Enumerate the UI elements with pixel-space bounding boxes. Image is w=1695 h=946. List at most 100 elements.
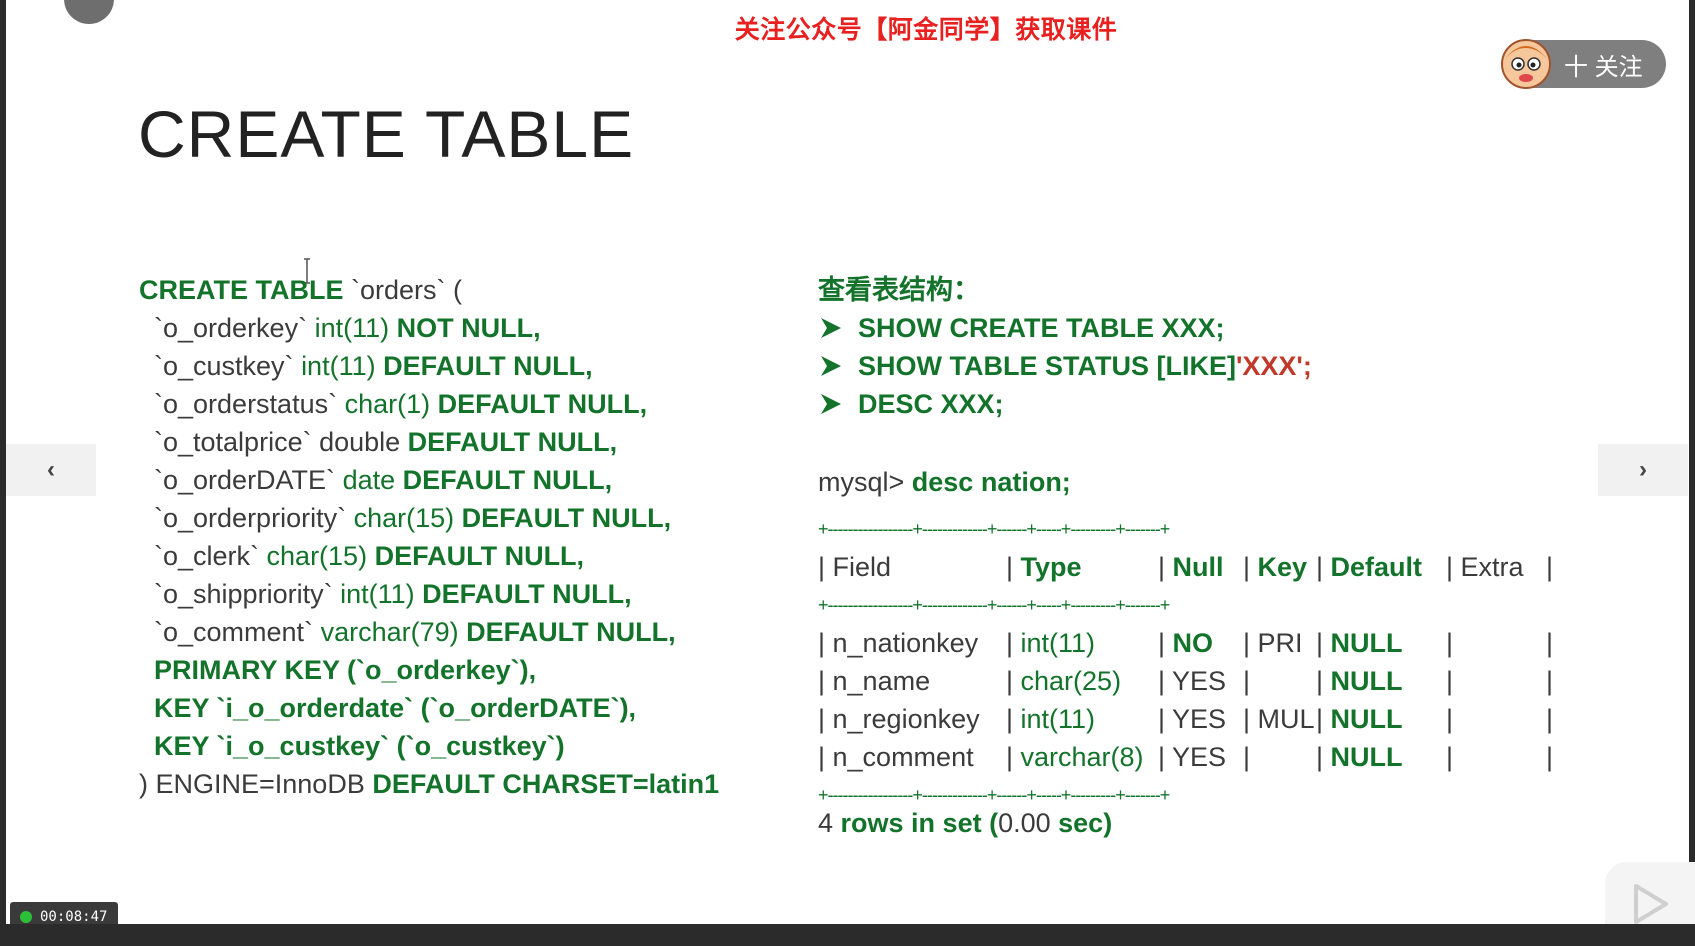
command-text: SHOW CREATE TABLE XXX; xyxy=(858,313,1225,343)
rows-text: rows in set ( xyxy=(833,808,999,838)
code-line: `o_orderDATE` date DEFAULT NULL, xyxy=(139,461,719,499)
table-cell: YES xyxy=(1172,742,1227,772)
next-slide-button[interactable]: › xyxy=(1598,444,1688,496)
code-token: DEFAULT NULL, xyxy=(466,617,676,647)
command-show-create: SHOW CREATE TABLE XXX; xyxy=(818,309,1312,347)
table-row: | n_name| char(25)| YES| | NULL| | xyxy=(818,666,1554,696)
table-separator: +-----------------+-------------+------+… xyxy=(818,519,1170,539)
table-header: | Field| Type| Null| Key| Default| Extra… xyxy=(818,552,1554,582)
code-token: int(11) xyxy=(314,313,397,343)
mascot-icon xyxy=(1501,39,1551,89)
table-row: | n_comment| varchar(8)| YES| | NULL| | xyxy=(818,742,1554,772)
code-token: DEFAULT NULL, xyxy=(422,579,632,609)
table-row: | n_regionkey| int(11)| YES| MUL| NULL| … xyxy=(818,704,1554,734)
chevron-left-icon: ‹ xyxy=(47,456,55,483)
code-token: `o_clerk` xyxy=(139,541,267,571)
rows-summary: 4 rows in set (0.00 sec) xyxy=(818,808,1112,839)
code-token: date xyxy=(342,465,403,495)
rows-sec: sec) xyxy=(1050,808,1113,838)
code-token: KEY `i_o_orderdate` (`o_orderDATE`), xyxy=(139,693,637,723)
code-line: `o_totalprice` double DEFAULT NULL, xyxy=(139,423,719,461)
table-cell: NULL xyxy=(1330,704,1403,734)
table-cell: YES xyxy=(1172,704,1227,734)
code-line: KEY `i_o_custkey` (`o_custkey`) xyxy=(139,727,719,765)
code-token: `o_totalprice` double xyxy=(139,427,408,457)
code-token: `orders` ( xyxy=(343,275,463,305)
command-text: DESC XXX; xyxy=(858,389,1004,419)
code-token: DEFAULT NULL, xyxy=(437,389,648,419)
code-token: `o_orderpriority` xyxy=(139,503,354,533)
code-token: ) ENGINE=InnoDB xyxy=(139,769,373,799)
table-cell: YES xyxy=(1172,666,1227,696)
table-cell: NO xyxy=(1172,628,1214,658)
column-header: Field xyxy=(832,552,892,582)
command-desc: DESC XXX; xyxy=(818,385,1312,423)
code-line: KEY `i_o_orderdate` (`o_orderDATE`), xyxy=(139,689,719,727)
code-token: KEY `i_o_custkey` (`o_custkey`) xyxy=(139,731,565,761)
code-token: DEFAULT NULL, xyxy=(402,465,613,495)
create-table-code: CREATE TABLE `orders` ( `o_orderkey` int… xyxy=(139,271,719,803)
code-line: `o_clerk` char(15) DEFAULT NULL, xyxy=(139,537,719,575)
table-cell: int(11) xyxy=(1020,628,1096,658)
code-token: DEFAULT NULL, xyxy=(407,427,618,457)
table-cell: n_name xyxy=(832,666,931,696)
table-cell: char(25) xyxy=(1020,666,1122,696)
play-icon xyxy=(1634,884,1668,924)
view-structure-section: 查看表结构： SHOW CREATE TABLE XXX; SHOW TABLE… xyxy=(818,271,1312,423)
promo-banner: 关注公众号【阿金同学】获取课件 xyxy=(734,16,1118,44)
mysql-command: desc nation; xyxy=(911,467,1071,497)
column-header: Key xyxy=(1257,552,1308,582)
table-cell: n_nationkey xyxy=(832,628,979,658)
code-token: char(15) xyxy=(266,541,375,571)
code-token: `o_shippriority` xyxy=(139,579,341,609)
code-token: DEFAULT NULL, xyxy=(383,351,593,381)
follow-label: 十 关注 xyxy=(1564,53,1643,81)
arrow-bullet-icon xyxy=(821,356,841,376)
table-separator: +-----------------+-------------+------+… xyxy=(818,595,1170,615)
command-show-status: SHOW TABLE STATUS [LIKE] 'XXX'; xyxy=(818,347,1312,385)
code-token: `o_orderkey` xyxy=(139,313,315,343)
table-row: | n_nationkey| int(11)| NO| PRI| NULL| | xyxy=(818,628,1554,658)
table-cell: PRI xyxy=(1257,628,1303,658)
recording-indicator-icon xyxy=(20,911,32,923)
column-header: Extra xyxy=(1460,552,1524,582)
code-line: `o_comment` varchar(79) DEFAULT NULL, xyxy=(139,613,719,651)
arrow-bullet-icon xyxy=(821,394,841,414)
chevron-right-icon: › xyxy=(1639,456,1647,483)
code-line: `o_orderstatus` char(1) DEFAULT NULL, xyxy=(139,385,719,423)
arrow-bullet-icon xyxy=(821,318,841,338)
mysql-prompt: mysql> xyxy=(818,467,912,497)
rows-time: 0.00 xyxy=(998,808,1051,838)
table-cell: NULL xyxy=(1330,666,1403,696)
desc-result-table: +-----------------+-------------+------+… xyxy=(818,510,1553,814)
code-token: CREATE TABLE xyxy=(139,275,344,305)
column-header: Default xyxy=(1330,552,1423,582)
column-header: Null xyxy=(1172,552,1224,582)
code-line: `o_orderpriority` char(15) DEFAULT NULL, xyxy=(139,499,719,537)
code-token: `o_custkey` xyxy=(139,351,302,381)
table-cell: int(11) xyxy=(1020,704,1096,734)
code-token: `o_comment` xyxy=(139,617,321,647)
code-token: `o_orderstatus` xyxy=(139,389,345,419)
text-cursor-icon xyxy=(304,258,310,284)
table-cell: MUL xyxy=(1257,704,1315,734)
code-token: char(15) xyxy=(353,503,462,533)
table-cell: varchar(8) xyxy=(1020,742,1144,772)
command-arg: 'XXX'; xyxy=(1235,351,1312,381)
table-cell: NULL xyxy=(1330,628,1403,658)
code-line: `o_orderkey` int(11) NOT NULL, xyxy=(139,309,719,347)
code-line: CREATE TABLE `orders` ( xyxy=(139,271,719,309)
code-token: int(11) xyxy=(340,579,423,609)
code-token: DEFAULT NULL, xyxy=(461,503,672,533)
prev-slide-button[interactable]: ‹ xyxy=(6,444,96,496)
code-token: NOT NULL, xyxy=(396,313,541,343)
code-line: PRIMARY KEY (`o_orderkey`), xyxy=(139,651,719,689)
bottom-bar xyxy=(0,924,1695,946)
mysql-command-line: mysql> desc nation; xyxy=(818,467,1071,498)
code-token: int(11) xyxy=(301,351,384,381)
timer-text: 00:08:47 xyxy=(40,909,108,925)
command-text: SHOW TABLE STATUS [LIKE] xyxy=(858,351,1236,381)
column-header: Type xyxy=(1020,552,1082,582)
follow-button[interactable]: 十 关注 xyxy=(1501,39,1666,89)
